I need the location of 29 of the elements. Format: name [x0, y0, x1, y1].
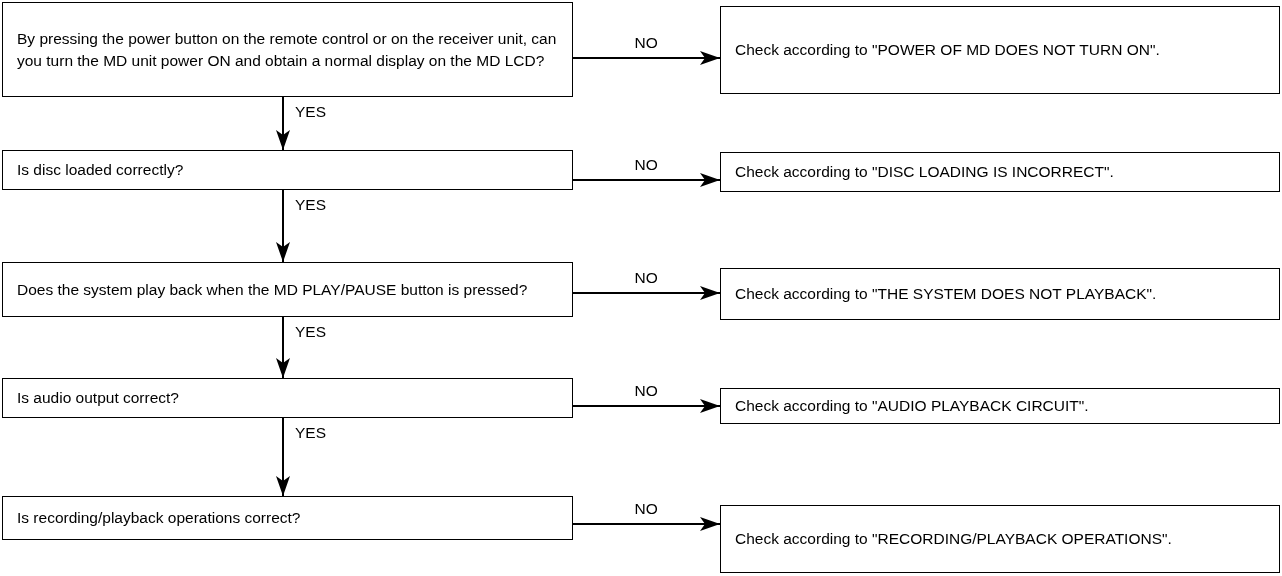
box-text: Is disc loaded correctly?: [17, 160, 184, 180]
arrow: [276, 316, 290, 379]
arrow: [572, 286, 721, 300]
action-box: [720, 152, 1280, 192]
box-text: Is audio output correct?: [17, 388, 179, 408]
box-text: Check according to "AUDIO PLAYBACK CIRCUIT".: [735, 396, 1089, 416]
arrow: [276, 417, 290, 497]
action-box: [720, 388, 1280, 424]
arrow: [276, 189, 290, 263]
action-box: [720, 6, 1280, 94]
box-text: By pressing the power button on the remote control or on the receiver unit, can you turn the MD unit power ON and obtain a normal display on the MD LCD?: [17, 28, 558, 71]
action-box: [720, 268, 1280, 320]
arrow: [572, 51, 721, 65]
question-box: [2, 150, 573, 190]
box-text: Check according to "RECORDING/PLAYBACK OPERATIONS".: [735, 529, 1172, 549]
question-box: [2, 496, 573, 540]
box-text: Is recording/playback operations correct?: [17, 508, 301, 528]
arrow: [572, 517, 721, 531]
question-box: [2, 262, 573, 317]
arrow: [572, 173, 721, 187]
box-text: Check according to "POWER OF MD DOES NOT TURN ON".: [735, 40, 1160, 60]
box-text: Check according to "THE SYSTEM DOES NOT PLAYBACK".: [735, 284, 1157, 304]
box-text: Does the system play back when the MD PLAY/PAUSE button is pressed?: [17, 279, 528, 300]
arrow: [572, 399, 721, 413]
box-text: Check according to "DISC LOADING IS INCORRECT".: [735, 162, 1114, 182]
question-box: [2, 2, 573, 97]
question-box: [2, 378, 573, 418]
arrow: [276, 96, 290, 151]
action-box: [720, 505, 1280, 573]
